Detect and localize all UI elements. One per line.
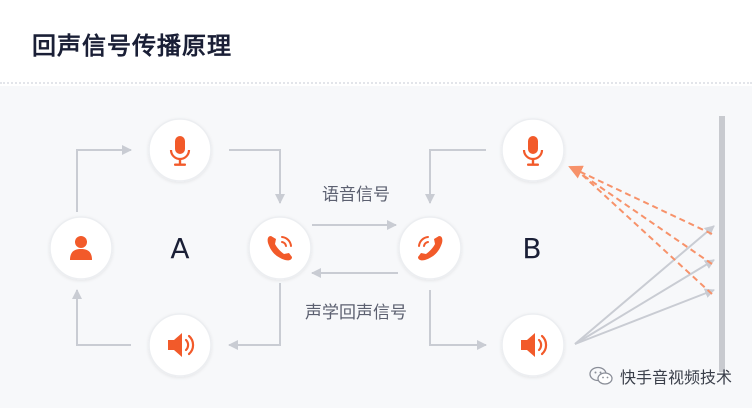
echo-reflection-paths — [568, 165, 713, 295]
node-a-user — [49, 216, 113, 280]
arrow-b-mic-to-phone — [425, 149, 486, 204]
diagram-panel — [0, 86, 752, 408]
speech-signal-label: 语音信号 — [322, 185, 390, 205]
arrow-user-to-mic — [76, 145, 132, 212]
acoustic-paths-to-wall — [574, 225, 715, 345]
node-a-speaker — [148, 313, 212, 377]
node-b-phone — [398, 216, 462, 280]
wechat-icon — [589, 366, 613, 385]
page-title: 回声信号传播原理 — [32, 32, 232, 60]
speaker-icon — [168, 333, 195, 357]
arrow-phone-to-speaker — [228, 283, 281, 350]
acoustic-echo-signal-label: 声学回声信号 — [305, 303, 407, 323]
watermark-text: 快手音视频技术 — [619, 368, 732, 387]
speaker-icon — [521, 333, 548, 357]
phone-icon — [267, 236, 292, 261]
transmission-arrows — [311, 220, 398, 278]
watermark: 快手音视频技术 — [588, 364, 732, 388]
side-b-flow-arrows — [425, 149, 487, 350]
microphone-icon — [169, 136, 191, 166]
phone-icon — [418, 236, 443, 261]
side-a-flow-arrows — [72, 145, 285, 350]
side-a-label: A — [170, 232, 189, 265]
microphone-icon — [522, 136, 544, 166]
arrow-b-phone-to-speaker — [429, 290, 487, 350]
node-b-microphone — [501, 118, 565, 182]
arrow-speaker-to-user — [72, 289, 131, 346]
node-b-speaker — [501, 313, 565, 377]
node-a-microphone — [148, 118, 212, 182]
node-a-phone — [248, 216, 312, 280]
user-icon — [70, 236, 92, 260]
reflecting-wall — [719, 116, 725, 372]
side-b-label: B — [522, 232, 541, 265]
arrow-mic-to-phone — [229, 149, 285, 204]
title-divider — [0, 82, 752, 84]
